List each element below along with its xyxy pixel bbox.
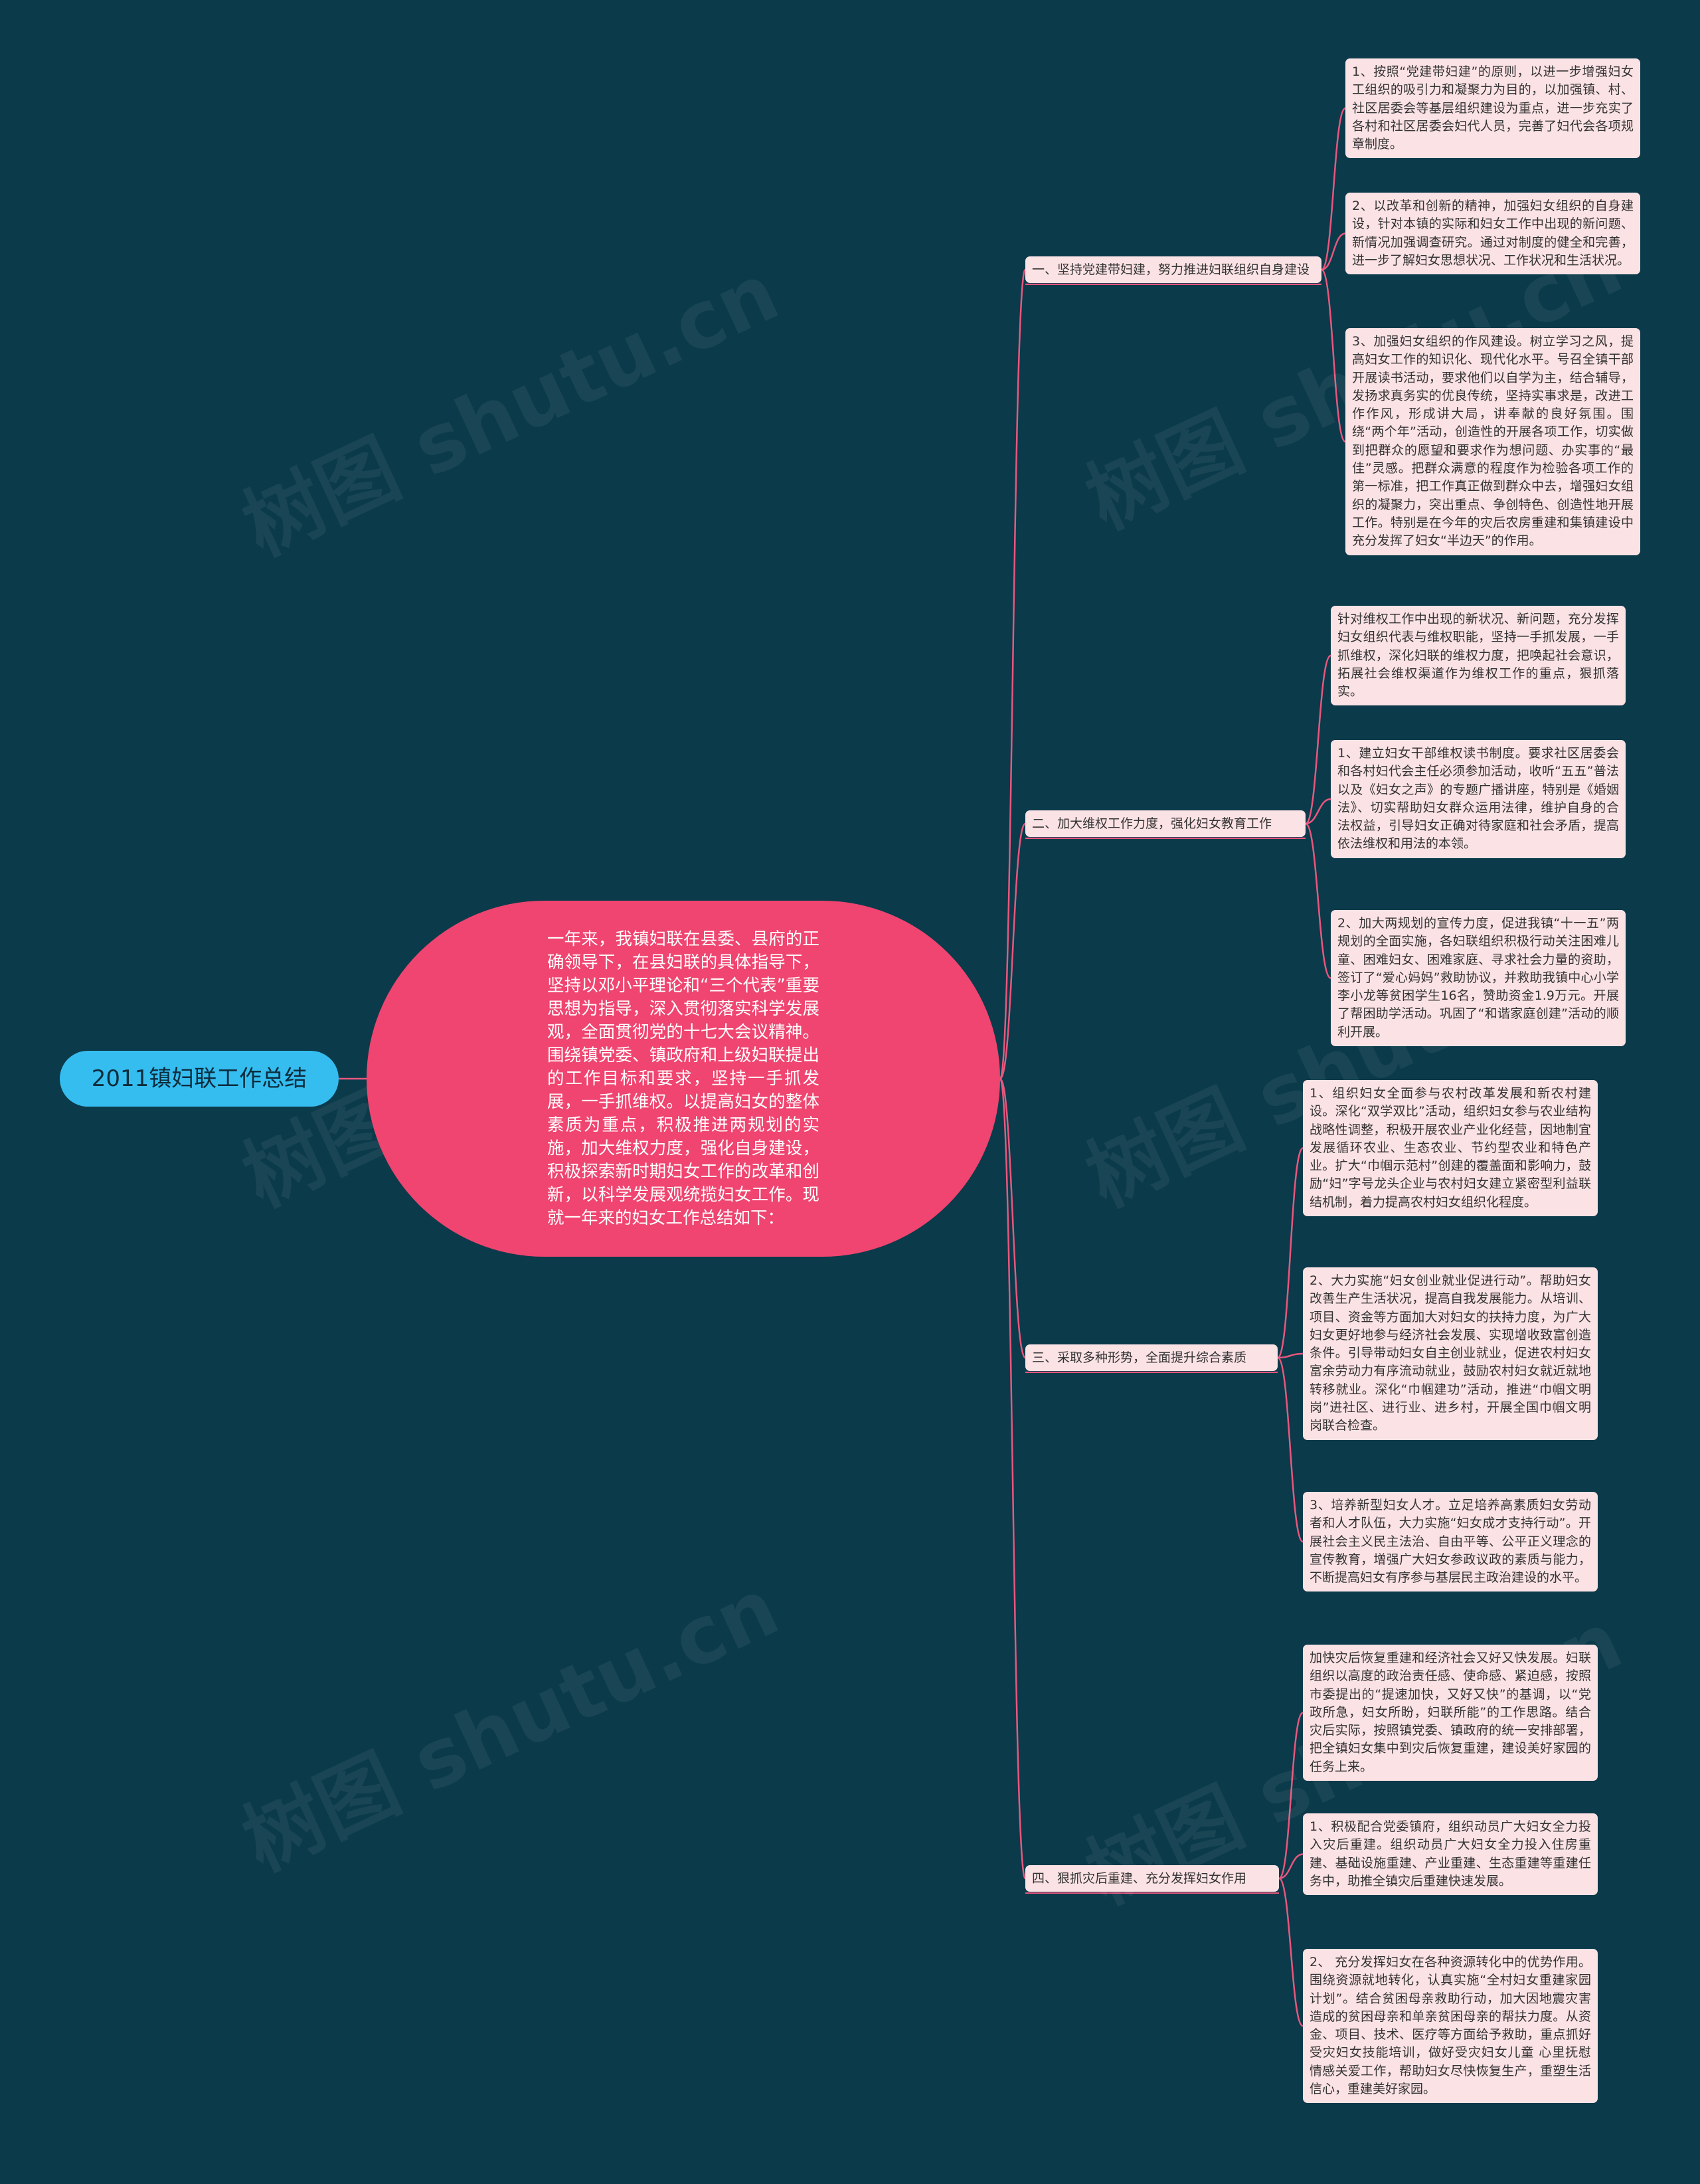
- section-3-item-2[interactable]: 2、大力实施“妇女创业就业促进行动”。帮助妇女改善生产生活状况，提高自我发展能力…: [1303, 1267, 1598, 1440]
- link-section-2-item-3: [1305, 822, 1331, 979]
- section-3-item-3[interactable]: 3、培养新型妇女人才。立足培养高素质妇女劳动者和人才队伍，大力实施“妇女成才支持…: [1303, 1492, 1598, 1592]
- link-center-section-3: [999, 1077, 1027, 1359]
- section-4-node[interactable]: 四、狠抓灾后重建、充分发挥妇女作用: [1025, 1865, 1279, 1892]
- link-section-3-item-1: [1276, 1147, 1304, 1359]
- section-4-item-3[interactable]: 2、 充分发挥妇女在各种资源转化中的优势作用。围绕资源就地转化，认真实施“全村妇…: [1303, 1949, 1598, 2104]
- section-2-item-2[interactable]: 1、建立妇女干部维权读书制度。要求社区居委会和各村妇代会主任必须参加活动，收听“…: [1331, 740, 1626, 858]
- section-3-node[interactable]: 三、采取多种形势，全面提升综合素质: [1025, 1344, 1278, 1371]
- link-center-section-4: [999, 1077, 1027, 1880]
- link-section-1-item-2: [1321, 232, 1346, 271]
- link-section-1-item-3: [1320, 268, 1347, 443]
- link-section-2-item-2: [1305, 798, 1331, 825]
- section-4-item-1[interactable]: 加快灾后恢复重建和经济社会又好又快发展。妇联组织以高度的政治责任感、使命感、紧迫…: [1303, 1645, 1598, 1781]
- section-1-node[interactable]: 一、坚持党建带妇建，努力推进妇联组织自身建设: [1025, 256, 1321, 283]
- center-summary-text: 一年来，我镇妇联在县委、县府的正确领导下，在县妇联的具体指导下，坚持以邓小平理论…: [547, 929, 819, 1228]
- center-summary-node[interactable]: 一年来，我镇妇联在县委、县府的正确领导下，在县妇联的具体指导下，坚持以邓小平理论…: [367, 901, 1000, 1257]
- root-topic[interactable]: 2011镇妇联工作总结: [60, 1051, 339, 1107]
- link-center-section-1: [999, 268, 1027, 1080]
- section-1-item-2[interactable]: 2、以改革和创新的精神，加强妇女组织的自身建设，针对本镇的实际和妇女工作中出现的…: [1345, 193, 1640, 275]
- section-1-item-1[interactable]: 1、按照“党建带妇建”的原则，以进一步增强妇女工组织的吸引力和凝聚力为目的，以加…: [1345, 58, 1640, 159]
- link-section-4-item-1: [1278, 1712, 1304, 1880]
- link-section-4-item-2: [1278, 1853, 1304, 1880]
- link-section-3-item-3: [1276, 1356, 1304, 1543]
- link-section-4-item-3: [1278, 1877, 1304, 2027]
- section-2-item-1[interactable]: 针对维权工作中出现的新状况、新问题，充分发挥妇女组织代表与维权职能，坚持一手抓发…: [1331, 606, 1626, 706]
- link-section-3-item-2: [1277, 1352, 1304, 1359]
- link-section-2-item-1: [1305, 654, 1331, 825]
- section-3-item-1[interactable]: 1、组织妇女全面参与农村改革发展和新农村建设。深化“双学双比”活动，组织妇女参与…: [1303, 1080, 1598, 1217]
- section-1-item-3[interactable]: 3、加强妇女组织的作风建设。树立学习之风，提高妇女工作的知识化、现代化水平。号召…: [1345, 328, 1640, 555]
- link-center-section-2: [999, 822, 1027, 1080]
- section-2-node[interactable]: 二、加大维权工作力度，强化妇女教育工作: [1025, 810, 1306, 837]
- section-2-item-3[interactable]: 2、加大两规划的宣传力度，促进我镇“十一五”两规划的全面实施，各妇联组织积极行动…: [1331, 910, 1626, 1047]
- link-section-1-item-1: [1320, 107, 1347, 271]
- section-4-item-2[interactable]: 1、积极配合党委镇府，组织动员广大妇女全力投入灾后重建。组织动员广大妇女全力投入…: [1303, 1813, 1598, 1896]
